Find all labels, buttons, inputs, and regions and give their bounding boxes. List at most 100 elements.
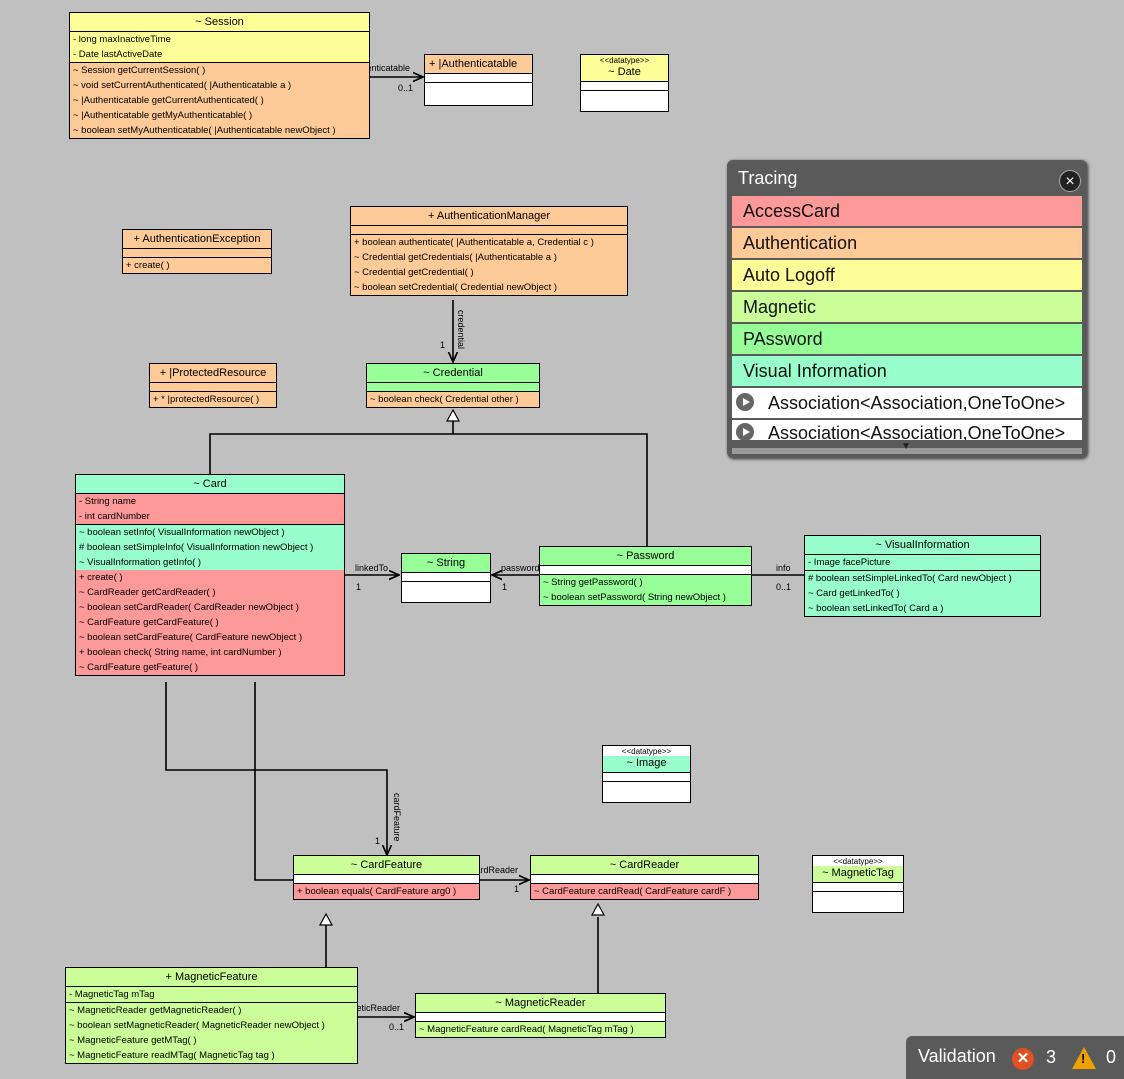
operation: + create( ) — [126, 260, 170, 271]
operation: ~ boolean setMagneticReader( MagneticRea… — [69, 1020, 325, 1031]
class-header: + MagneticFeature — [66, 968, 357, 987]
operations-section: + create( ) — [123, 258, 271, 273]
operation: ~ String getPassword( ) — [543, 577, 643, 588]
scrollbar[interactable] — [732, 448, 1082, 454]
operation: ~ Credential getCredential( ) — [354, 267, 474, 278]
tracing-item-magnetic[interactable]: Magnetic — [732, 292, 1082, 324]
operation: ~ MagneticFeature getMTag( ) — [69, 1035, 197, 1046]
class-magnetic-reader[interactable]: ~ MagneticReader ~ MagneticFeature cardR… — [415, 993, 666, 1038]
attributes-section — [581, 82, 668, 91]
tracing-item-password[interactable]: PAssword — [732, 324, 1082, 356]
datatype-magnetic-tag[interactable]: <<datatype>> ~ MagneticTag — [812, 855, 904, 913]
attribute: - Date lastActiveDate — [73, 49, 163, 60]
operation: ~ CardFeature getCardFeature( ) — [79, 617, 219, 628]
class-card[interactable]: ~ Card - String name - int cardNumber ~ … — [75, 474, 345, 676]
expand-icon[interactable] — [736, 393, 754, 412]
operation: ~ boolean setCardFeature( CardFeature ne… — [79, 632, 303, 643]
expand-icon[interactable] — [736, 423, 754, 440]
operations-section: + * |protectedResource( ) — [150, 392, 276, 407]
class-header: + |ProtectedResource — [150, 364, 276, 383]
attribute: - Image facePicture — [808, 557, 891, 568]
multiplicity-label: 1 — [514, 884, 520, 894]
edge-card-cardfeature — [165, 682, 387, 855]
validation-label: Validation — [918, 1046, 996, 1066]
stereotype-label: <<datatype>> — [621, 747, 672, 756]
attributes-section — [813, 883, 903, 892]
attributes-section — [294, 875, 479, 884]
class-session[interactable]: ~ Session - long maxInactiveTime - Date … — [69, 12, 370, 139]
operation: + boolean check( String name, int cardNu… — [79, 647, 282, 658]
class-authentication-manager[interactable]: + AuthenticationManager + boolean authen… — [350, 206, 628, 296]
class-string[interactable]: ~ String — [401, 553, 491, 603]
operation: ~ MagneticFeature readMTag( MagneticTag … — [69, 1050, 275, 1061]
attributes-section — [603, 773, 690, 782]
class-header: ~ Session — [70, 13, 369, 32]
attributes-section: - String name - int cardNumber — [76, 494, 344, 525]
role-label: info — [776, 563, 791, 573]
class-magnetic-feature[interactable]: + MagneticFeature - MagneticTag mTag ~ M… — [65, 967, 358, 1064]
class-header: ~ Card — [76, 475, 344, 494]
datatype-date[interactable]: <<datatype>> ~ Date — [580, 54, 669, 112]
class-header: ~ CardFeature — [294, 856, 479, 875]
operations-section: + boolean equals( CardFeature arg0 ) — [294, 884, 479, 899]
datatype-image[interactable]: <<datatype>> ~ Image — [602, 745, 691, 803]
operations-section — [425, 83, 532, 105]
operation: + boolean equals( CardFeature arg0 ) — [297, 886, 457, 897]
multiplicity-label: 0..1 — [389, 1022, 405, 1032]
class-header: ~ Image — [603, 756, 690, 772]
tracing-item-visual-information[interactable]: Visual Information — [732, 356, 1082, 388]
warning-count: 0 — [1106, 1047, 1117, 1067]
error-icon: ✕ — [1012, 1048, 1034, 1070]
operation: ~ boolean setCredential( Credential newO… — [354, 282, 558, 293]
operations-section: ~ String getPassword( ) ~ boolean setPas… — [540, 575, 751, 605]
stereotype-label: <<datatype>> — [833, 857, 883, 866]
scroll-down-icon[interactable]: ▼ — [901, 441, 911, 452]
class-card-reader[interactable]: ~ CardReader ~ CardFeature cardRead( Car… — [530, 855, 759, 900]
tracing-item-authentication[interactable]: Authentication — [732, 228, 1082, 260]
role-label: password — [501, 563, 540, 573]
attributes-section — [402, 573, 490, 582]
tracing-item-association[interactable]: Association<Association,OneToOne> — [732, 388, 1082, 420]
warning-icon: ! — [1072, 1047, 1096, 1069]
operations-section: ~ MagneticReader getMagneticReader( ) ~ … — [66, 1003, 357, 1063]
class-credential[interactable]: ~ Credential ~ boolean check( Credential… — [366, 363, 540, 408]
multiplicity-label: 1 — [502, 582, 508, 592]
class-header: ~ MagneticTag — [813, 866, 903, 882]
tracing-item-association[interactable]: Association<Association,OneToOne> — [732, 420, 1082, 442]
operation: ~ Credential getCredentials( |Authentica… — [354, 252, 557, 263]
multiplicity-label: 0..1 — [398, 83, 414, 93]
operation: ~ |Authenticatable getCurrentAuthenticat… — [73, 95, 264, 106]
operation: ~ boolean setLinkedTo( Card a ) — [808, 603, 944, 614]
interface-authenticatable[interactable]: + |Authenticatable — [424, 54, 533, 106]
multiplicity-label: 0..1 — [776, 582, 792, 592]
role-label: cardReader — [471, 865, 519, 875]
edge-card-cardreader — [254, 682, 529, 880]
operation: ~ boolean setPassword( String newObject … — [543, 592, 726, 603]
role-label: credential — [456, 310, 466, 350]
class-header-box: <<datatype>> ~ MagneticTag — [813, 856, 903, 883]
operations-section — [813, 892, 903, 912]
tracing-item-accesscard[interactable]: AccessCard — [732, 196, 1082, 228]
class-header-box: <<datatype>> ~ Image — [603, 746, 690, 773]
class-authentication-exception[interactable]: + AuthenticationException + create( ) — [122, 229, 272, 274]
operations-section: ~ CardFeature cardRead( CardFeature card… — [531, 884, 758, 899]
class-header: ~ Credential — [367, 364, 539, 383]
operations-section: ~ boolean check( Credential other ) — [367, 392, 539, 407]
operations-section: + boolean authenticate( |Authenticatable… — [351, 235, 627, 295]
association-label: Association<Association,OneToOne> — [768, 393, 1066, 413]
class-header: + |Authenticatable — [425, 55, 532, 74]
class-password[interactable]: ~ Password ~ String getPassword( ) ~ boo… — [539, 546, 752, 606]
validation-bar[interactable]: Validation ✕ 3 ! 0 — [906, 1036, 1124, 1079]
tracing-item-auto-logoff[interactable]: Auto Logoff — [732, 260, 1082, 292]
class-header: + AuthenticationException — [123, 230, 271, 249]
operation: # boolean setSimpleLinkedTo( Card newObj… — [808, 573, 1012, 584]
operations-section — [603, 782, 690, 802]
close-icon[interactable]: × — [1059, 170, 1081, 192]
multiplicity-label: 1 — [440, 340, 446, 350]
class-visual-information[interactable]: ~ VisualInformation - Image facePicture … — [804, 535, 1041, 617]
association-label: Association<Association,OneToOne> — [768, 423, 1066, 442]
class-card-feature[interactable]: ~ CardFeature + boolean equals( CardFeat… — [293, 855, 480, 900]
class-header: ~ MagneticReader — [416, 994, 665, 1013]
role-label: magneticReader — [334, 1003, 401, 1013]
interface-protected-resource[interactable]: + |ProtectedResource + * |protectedResou… — [149, 363, 277, 408]
